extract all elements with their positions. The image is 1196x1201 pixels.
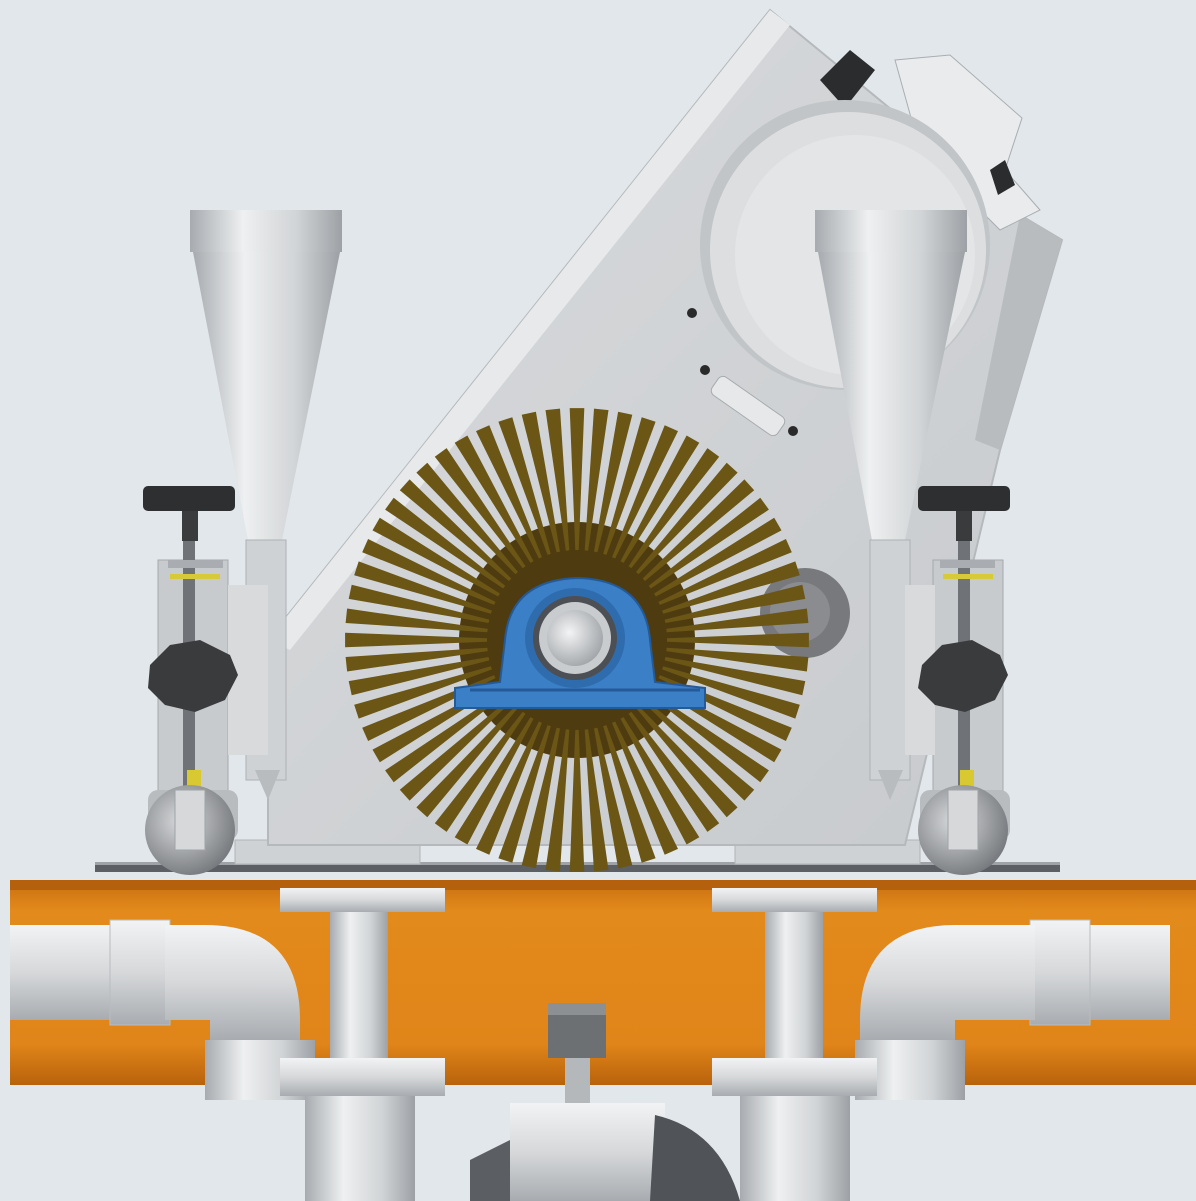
- brush-bristle: [354, 561, 492, 614]
- brush-bristle: [666, 647, 809, 672]
- brush-bristle: [569, 730, 585, 872]
- left-elbow-pipe: [10, 919, 315, 1100]
- bearing-block: [454, 576, 706, 709]
- right-post: [712, 888, 877, 1201]
- right-elbow-pipe: [855, 919, 1170, 1100]
- brush-bristle: [545, 729, 570, 872]
- brush-bristle: [658, 539, 792, 605]
- brush-bristle: [666, 608, 809, 633]
- brush-bristle: [362, 539, 496, 605]
- brush-bristle: [654, 517, 782, 597]
- brush-wheel: [345, 408, 809, 872]
- left-post: [280, 888, 445, 1201]
- brush-bristle: [628, 711, 720, 832]
- drive-motor: [470, 1003, 740, 1201]
- brush-bristle: [662, 561, 800, 614]
- brush-bristle: [584, 408, 609, 551]
- brush-bristle: [385, 691, 506, 783]
- brush-bristle: [348, 584, 490, 623]
- brush-bristle: [521, 727, 560, 869]
- brush-bristle: [667, 632, 809, 648]
- left-caster-wheel: [145, 785, 238, 875]
- brush-bristle: [648, 497, 769, 589]
- housing-bolts: [687, 308, 798, 437]
- brush-bristle: [399, 479, 512, 581]
- brush-bristle: [648, 691, 769, 783]
- brush-bristle: [345, 608, 488, 633]
- brush-bristle: [399, 699, 512, 801]
- brush-bristle: [434, 711, 526, 832]
- brush-bristle: [385, 497, 506, 589]
- brush-bristle: [372, 517, 500, 597]
- brush-bristle: [612, 721, 678, 855]
- brush-bristle: [642, 699, 755, 801]
- left-star-knob-middle: [148, 640, 238, 712]
- brush-bristle: [434, 448, 526, 569]
- brush-bristle: [416, 705, 518, 818]
- brush-bristle: [498, 725, 551, 863]
- brush-bristle: [620, 435, 700, 563]
- right-star-knob-middle: [918, 640, 1008, 712]
- brush-bristle: [416, 462, 518, 575]
- brush-bristle: [454, 717, 534, 845]
- brush-bristle: [521, 411, 560, 553]
- brush-bristle: [345, 647, 488, 672]
- motor-mount-block: [820, 50, 1041, 231]
- right-star-knob-top: [918, 486, 1010, 541]
- brush-bristle: [620, 717, 700, 845]
- brush-bristle: [603, 417, 656, 555]
- right-hopper-funnel: [815, 210, 967, 800]
- brush-bristle: [476, 425, 542, 559]
- brush-bristle: [476, 721, 542, 855]
- brush-bristle: [594, 411, 633, 553]
- brush-bristle: [354, 666, 492, 719]
- brush-bristle: [636, 462, 738, 575]
- brush-bristle: [642, 479, 755, 581]
- brush-bristle: [348, 657, 490, 696]
- brush-bristle: [594, 727, 633, 869]
- brush-bristle: [345, 632, 487, 648]
- brush-bristle: [454, 435, 534, 563]
- brush-bristle: [628, 448, 720, 569]
- brush-bristle: [636, 705, 738, 818]
- brush-bristle: [584, 729, 609, 872]
- brush-bristle: [603, 725, 656, 863]
- brush-bristle: [612, 425, 678, 559]
- brush-bristle: [545, 408, 570, 551]
- brush-bristle: [569, 408, 585, 550]
- left-star-knob-top: [143, 486, 235, 541]
- brush-bristle: [664, 584, 806, 623]
- brush-bristle: [662, 666, 800, 719]
- right-caster-wheel: [918, 785, 1010, 875]
- brush-bristle: [664, 657, 806, 696]
- brush-bristle: [498, 417, 551, 555]
